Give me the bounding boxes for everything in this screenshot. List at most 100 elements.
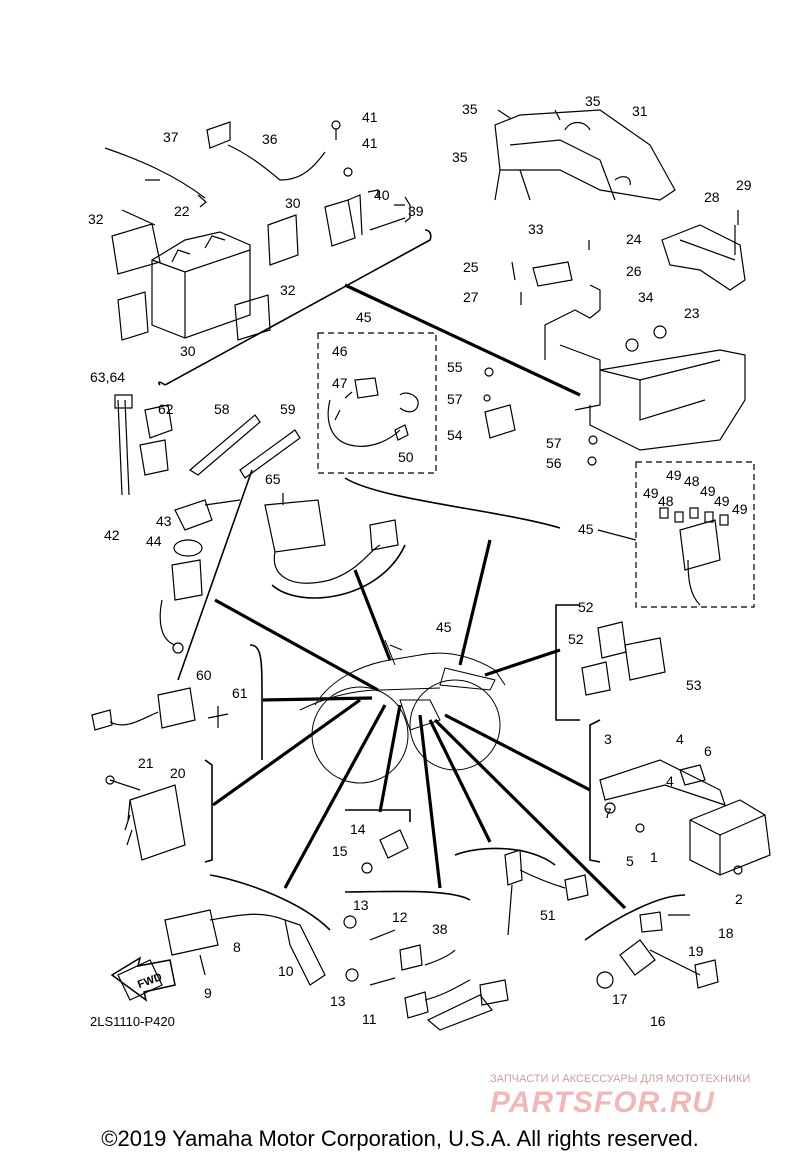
callout-15: 15: [332, 843, 348, 859]
switch-group-11-13: [343, 915, 509, 1031]
watermark-tagline: ЗАПЧАСТИ И АКСЕССУАРЫ ДЛЯ МОТОТЕХНИКИ: [490, 1073, 750, 1085]
callout-6: 6: [704, 743, 712, 759]
callout-29: 29: [736, 177, 752, 193]
callout-40: 40: [374, 187, 390, 203]
callout-45: 45: [356, 309, 372, 325]
callout-41: 41: [362, 135, 378, 151]
ecu-group: [599, 759, 771, 876]
callout-30: 30: [285, 195, 301, 211]
callout-14: 14: [350, 821, 366, 837]
callout-25: 25: [463, 259, 479, 275]
callout-57: 57: [447, 391, 463, 407]
callout-54: 54: [447, 427, 463, 443]
callout-10: 10: [278, 963, 294, 979]
callout-49: 49: [666, 467, 682, 483]
callout-58: 58: [214, 401, 230, 417]
relay-group: [264, 493, 399, 584]
callout-56: 56: [546, 455, 562, 471]
callout-36: 36: [262, 131, 278, 147]
callout-41: 41: [362, 109, 378, 125]
callout-21: 21: [138, 755, 154, 771]
callout-27: 27: [463, 289, 479, 305]
callout-60: 60: [196, 667, 212, 683]
callout-31: 31: [632, 103, 648, 119]
callout-2: 2: [735, 891, 743, 907]
callout-labels: 37 36 41 41 40 39 22 32 30 32 30 35 35 3…: [88, 93, 752, 1029]
fwd-arrow-icon: [110, 956, 176, 1002]
callout-13: 13: [353, 897, 369, 913]
rectifier-group: [105, 775, 186, 861]
callout-9: 9: [204, 985, 212, 1001]
callout-48: 48: [658, 493, 674, 509]
callout-35: 35: [452, 149, 468, 165]
fuse-box-group: [597, 461, 755, 608]
callout-53: 53: [686, 677, 702, 693]
diagram-code: 2LS1110-P420: [90, 1014, 175, 1029]
sensor-51-group: [504, 849, 589, 936]
callout-16: 16: [650, 1013, 666, 1029]
callout-35: 35: [585, 93, 601, 109]
group-leader-lines: [212, 283, 627, 910]
callout-50: 50: [398, 449, 414, 465]
sensor-group: [91, 687, 229, 731]
sensor-16-group: [596, 911, 719, 989]
callout-46: 46: [332, 343, 348, 359]
callout-59: 59: [280, 401, 296, 417]
watermark: ЗАПЧАСТИ И АКСЕССУАРЫ ДЛЯ МОТОТЕХНИКИ PA…: [490, 1073, 750, 1119]
callout-55: 55: [447, 359, 463, 375]
battery-box-group: [483, 109, 746, 466]
callout-57: 57: [546, 435, 562, 451]
callout-3: 3: [604, 731, 612, 747]
callout-32: 32: [88, 211, 104, 227]
callout-33: 33: [528, 221, 544, 237]
battery-group: [104, 120, 411, 341]
callout-49: 49: [643, 485, 659, 501]
callout-45: 45: [436, 619, 452, 635]
callout-43: 43: [156, 513, 172, 529]
callout-5: 5: [626, 853, 634, 869]
callout-13: 13: [330, 993, 346, 1009]
callout-32: 32: [280, 282, 296, 298]
callout-11: 11: [362, 1011, 377, 1027]
callout-4: 4: [676, 731, 684, 747]
callout-8: 8: [233, 939, 241, 955]
callout-42: 42: [104, 527, 120, 543]
group-brackets: [158, 229, 686, 941]
motorcycle-outline: [299, 639, 506, 784]
relay-52-53-group: [581, 621, 666, 696]
callout-12: 12: [392, 909, 408, 925]
callout-51: 51: [540, 907, 556, 923]
copyright-notice: ©2019 Yamaha Motor Corporation, U.S.A. A…: [101, 1126, 699, 1151]
callout-62: 62: [158, 401, 174, 417]
callout-38: 38: [432, 921, 448, 937]
callout-30: 30: [180, 343, 196, 359]
callout-61: 61: [232, 685, 248, 701]
sub-harness-box: [317, 332, 437, 474]
callout-35: 35: [462, 101, 478, 117]
main-switch-group: [159, 499, 241, 654]
callout-7: 7: [604, 805, 612, 821]
callout-49: 49: [714, 493, 730, 509]
callout-52: 52: [578, 599, 594, 615]
callout-49: 49: [700, 483, 716, 499]
callout-24: 24: [626, 231, 642, 247]
callout-1: 1: [650, 849, 658, 865]
callout-52: 52: [568, 631, 584, 647]
sensor-14-group: [361, 829, 409, 874]
callout-44: 44: [146, 533, 162, 549]
callout-18: 18: [718, 925, 734, 941]
callout-23: 23: [684, 305, 700, 321]
clips-and-bands: [114, 394, 301, 496]
callout-22: 22: [174, 203, 190, 219]
callout-26: 26: [626, 263, 642, 279]
callout-39: 39: [408, 203, 424, 219]
watermark-logo: PARTSFOR.RU: [490, 1086, 715, 1119]
callout-49: 49: [732, 501, 748, 517]
callout-47: 47: [332, 375, 348, 391]
callout-48: 48: [684, 473, 700, 489]
callout-28: 28: [704, 189, 720, 205]
callout-20: 20: [170, 765, 186, 781]
callout-17: 17: [612, 991, 628, 1007]
callout-37: 37: [163, 129, 179, 145]
